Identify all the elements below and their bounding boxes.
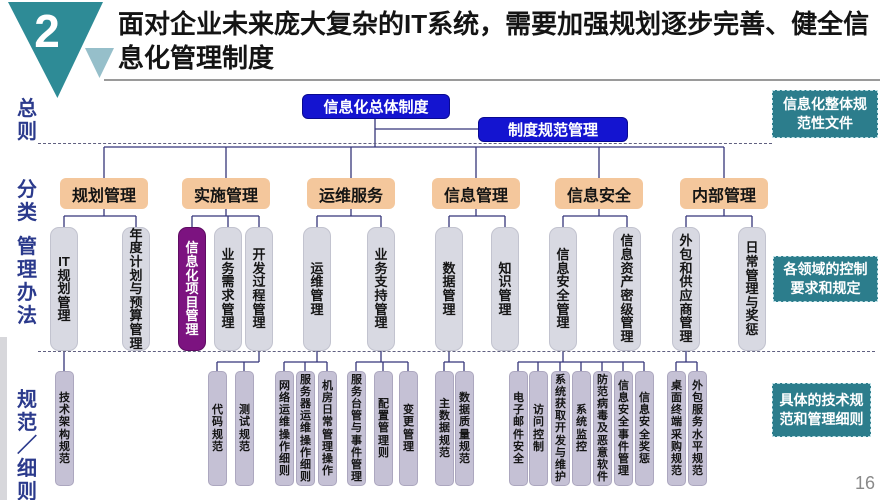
spec-system-acquisition-dev[interactable]: 系统获取开发与维护 (551, 371, 570, 486)
category-information-security[interactable]: 信息安全 (555, 178, 643, 209)
spec-security-incident[interactable]: 信息安全事件管理 (614, 371, 633, 486)
mid-it-project-management[interactable]: 信息化项目管理 (178, 227, 206, 351)
title-divider (104, 79, 880, 81)
spec-security-rewards[interactable]: 信息安全奖惩 (635, 371, 654, 486)
mid-outsourcing-supplier[interactable]: 外包和供应商管理 (672, 227, 700, 351)
separator-dashed-top (38, 143, 772, 144)
spec-access-control[interactable]: 访问控制 (529, 371, 548, 486)
category-operations-service[interactable]: 运维服务 (307, 178, 395, 209)
row-label-classification: 分类 (17, 179, 37, 224)
mid-daily-management-rewards[interactable]: 日常管理与奖惩 (738, 227, 766, 351)
spec-tech-architecture[interactable]: 技术架构规范 (55, 371, 74, 486)
mid-data-management[interactable]: 数据管理 (435, 227, 463, 351)
spec-master-data[interactable]: 主数据规范 (435, 371, 454, 486)
mid-info-asset-classification[interactable]: 信息资产密级管理 (613, 227, 641, 351)
mid-business-requirements[interactable]: 业务需求管理 (214, 227, 242, 351)
note-domain-control-requirements: 各领域的控制要求和规定 (773, 256, 878, 302)
spec-antivirus-malware[interactable]: 防范病毒及恶意软件 (593, 371, 612, 486)
mid-development-process[interactable]: 开发过程管理 (245, 227, 273, 351)
spec-code-standard[interactable]: 代码规范 (208, 371, 227, 486)
left-edge-strip (0, 337, 7, 500)
spec-data-quality[interactable]: 数据质量规范 (455, 371, 474, 486)
mid-business-support[interactable]: 业务支持管理 (367, 227, 395, 351)
row-label-general-rules: 总则 (17, 98, 37, 143)
note-specific-technical-specs: 具体的技术规范和管理细则 (772, 383, 871, 437)
separator-dashed-bottom (38, 351, 875, 352)
spec-server-room-ops[interactable]: 机房日常管理操作 (318, 371, 337, 486)
mid-it-planning[interactable]: IT规划管理 (50, 227, 78, 351)
mid-annual-plan-budget[interactable]: 年度计划与预算管理 (122, 227, 150, 351)
spec-change-management[interactable]: 变更管理 (399, 371, 418, 486)
mid-operations-management[interactable]: 运维管理 (303, 227, 331, 351)
row-label-specs-details: 规范／细则 (17, 389, 37, 500)
section-number: 2 (34, 5, 60, 57)
category-implementation-management[interactable]: 实施管理 (182, 178, 270, 209)
spec-desktop-procurement[interactable]: 桌面终端采购规范 (667, 371, 686, 486)
spec-configuration-rules[interactable]: 配置管理则 (374, 371, 393, 486)
category-information-management[interactable]: 信息管理 (432, 178, 520, 209)
category-internal-management[interactable]: 内部管理 (680, 178, 768, 209)
node-regulation-management[interactable]: 制度规范管理 (478, 117, 628, 142)
spec-system-monitoring[interactable]: 系统监控 (572, 371, 591, 486)
spec-server-ops-rules[interactable]: 服务器运维操作细则 (296, 371, 315, 486)
node-overall-it-system[interactable]: 信息化总体制度 (302, 94, 450, 119)
mid-knowledge-management[interactable]: 知识管理 (491, 227, 519, 351)
spec-outsourcing-sla[interactable]: 外包服务水平规范 (688, 371, 707, 486)
spec-email-security[interactable]: 电子邮件安全 (509, 371, 528, 486)
spec-service-desk-incident[interactable]: 服务台管与事件管理 (347, 371, 366, 486)
page-number: 16 (855, 473, 876, 493)
note-overall-normative-files: 信息化整体规范性文件 (772, 90, 878, 138)
spec-testing-standard[interactable]: 测试规范 (235, 371, 254, 486)
category-planning-management[interactable]: 规划管理 (60, 178, 148, 209)
slide-title: 面对企业未来庞大复杂的IT系统，需要加强规划逐步完善、健全信息化管理制度 (118, 9, 870, 73)
spec-network-ops-rules[interactable]: 网络运维操作细则 (275, 371, 294, 486)
row-label-management-measures: 管理办法 (17, 236, 37, 327)
mid-infosec-management[interactable]: 信息安全管理 (549, 227, 577, 351)
